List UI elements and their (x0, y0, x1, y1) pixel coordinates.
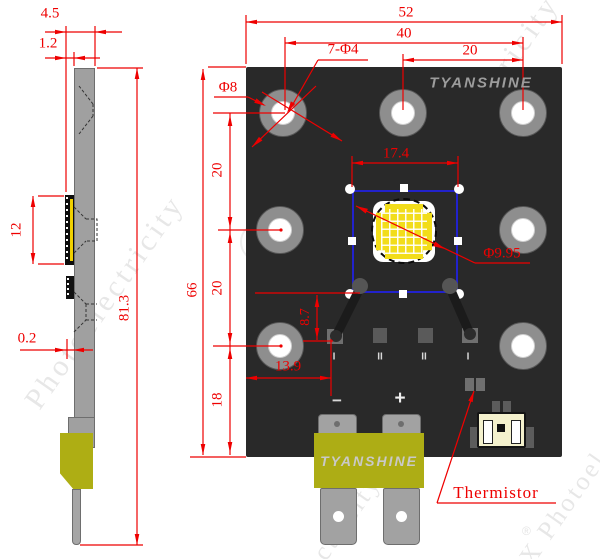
side-view-bottom-tab (72, 489, 81, 545)
hole-bore (511, 101, 535, 125)
connector-slot (483, 420, 493, 444)
polarity-positive-label: + (394, 388, 406, 409)
mounting-hole (499, 89, 547, 137)
hole-bore (511, 218, 535, 242)
hole-bore (271, 101, 295, 125)
side-view-led-yellow-layer (70, 199, 73, 261)
connector-slot (511, 420, 521, 444)
thermistor-label: Thermistor (453, 483, 539, 502)
mounting-hole (379, 89, 427, 137)
dim-row3-label: 18 (209, 392, 226, 408)
thermistor-pads (476, 378, 485, 391)
fiducial-square (454, 237, 462, 245)
fiducial-dot (345, 289, 355, 299)
dim-side-overall-width-label: 4.5 (40, 5, 60, 22)
terminal-brand-text: TYANSHINE (320, 453, 418, 469)
connector-tab (525, 427, 534, 448)
pad-mark: I (466, 351, 470, 363)
fiducial-dot (345, 184, 355, 194)
dim-side-overall-height-label: 81.3 (116, 294, 133, 322)
dim-board-width-label: 52 (398, 4, 414, 21)
callout-ring-label: Φ8 (218, 79, 238, 96)
side-view-connector-dots (67, 278, 69, 297)
mounting-hole (499, 322, 547, 370)
mounting-hole (256, 206, 304, 254)
terminal-rivet (334, 421, 340, 427)
pcb-brand-text: TYANSHINE (429, 74, 533, 92)
polarity-negative-label: − (332, 391, 342, 410)
dim-bond-label: 8.7 (298, 308, 313, 326)
side-view-connector-profile (66, 276, 74, 299)
fiducial-dot (454, 289, 464, 299)
terminal-blade-hole (396, 511, 407, 522)
signal-connector (477, 412, 526, 448)
terminal-rivet (398, 421, 404, 427)
terminal-blade-hole (333, 511, 344, 522)
side-view-board (74, 68, 95, 434)
hole-bore (391, 101, 415, 125)
dim-hole-span-label: 40 (396, 25, 412, 42)
pad-mark: I (332, 351, 336, 363)
dim-hole-half-label: 20 (462, 42, 478, 59)
dim-side-led-offset-label: 1.2 (38, 35, 58, 52)
emitter-marker-square (352, 190, 458, 293)
side-view-connector-block (60, 433, 93, 489)
pad-mark: II (377, 351, 383, 363)
fiducial-square (348, 237, 356, 245)
mounting-hole (259, 89, 307, 137)
dim-row1-label: 20 (209, 162, 226, 178)
dim-emitter-square-label: 17.4 (382, 145, 410, 162)
side-view-led-solder-dots (66, 197, 68, 263)
dim-pad-label: 13.9 (274, 358, 302, 375)
callout-holes-label: 7-Φ4 (327, 41, 359, 58)
dim-row2-label: 20 (209, 280, 226, 296)
solder-pad (327, 329, 343, 344)
fiducial-dot (454, 184, 464, 194)
fiducial-square (399, 290, 407, 298)
thermistor-pads (465, 378, 474, 391)
hole-bore (511, 334, 535, 358)
callout-emitter-label: Φ9.95 (483, 245, 521, 262)
solder-pad (373, 328, 387, 343)
pad-mark: II (421, 351, 427, 363)
solder-pad (418, 328, 433, 343)
solder-pad (462, 328, 478, 343)
fiducial-square (400, 184, 408, 192)
hole-bore (268, 218, 292, 242)
watermark-registered-icon: ® (522, 524, 531, 538)
connector-key (497, 424, 505, 432)
watermark-photoelectricity-main: Photoelectricity (18, 188, 191, 416)
dim-board-height-label: 66 (184, 282, 201, 298)
hole-bore (268, 334, 292, 358)
dim-side-led-height-label: 12 (8, 222, 25, 238)
side-view-led-stack (65, 195, 74, 265)
dim-side-tab-thickness-label: 0.2 (17, 330, 37, 347)
